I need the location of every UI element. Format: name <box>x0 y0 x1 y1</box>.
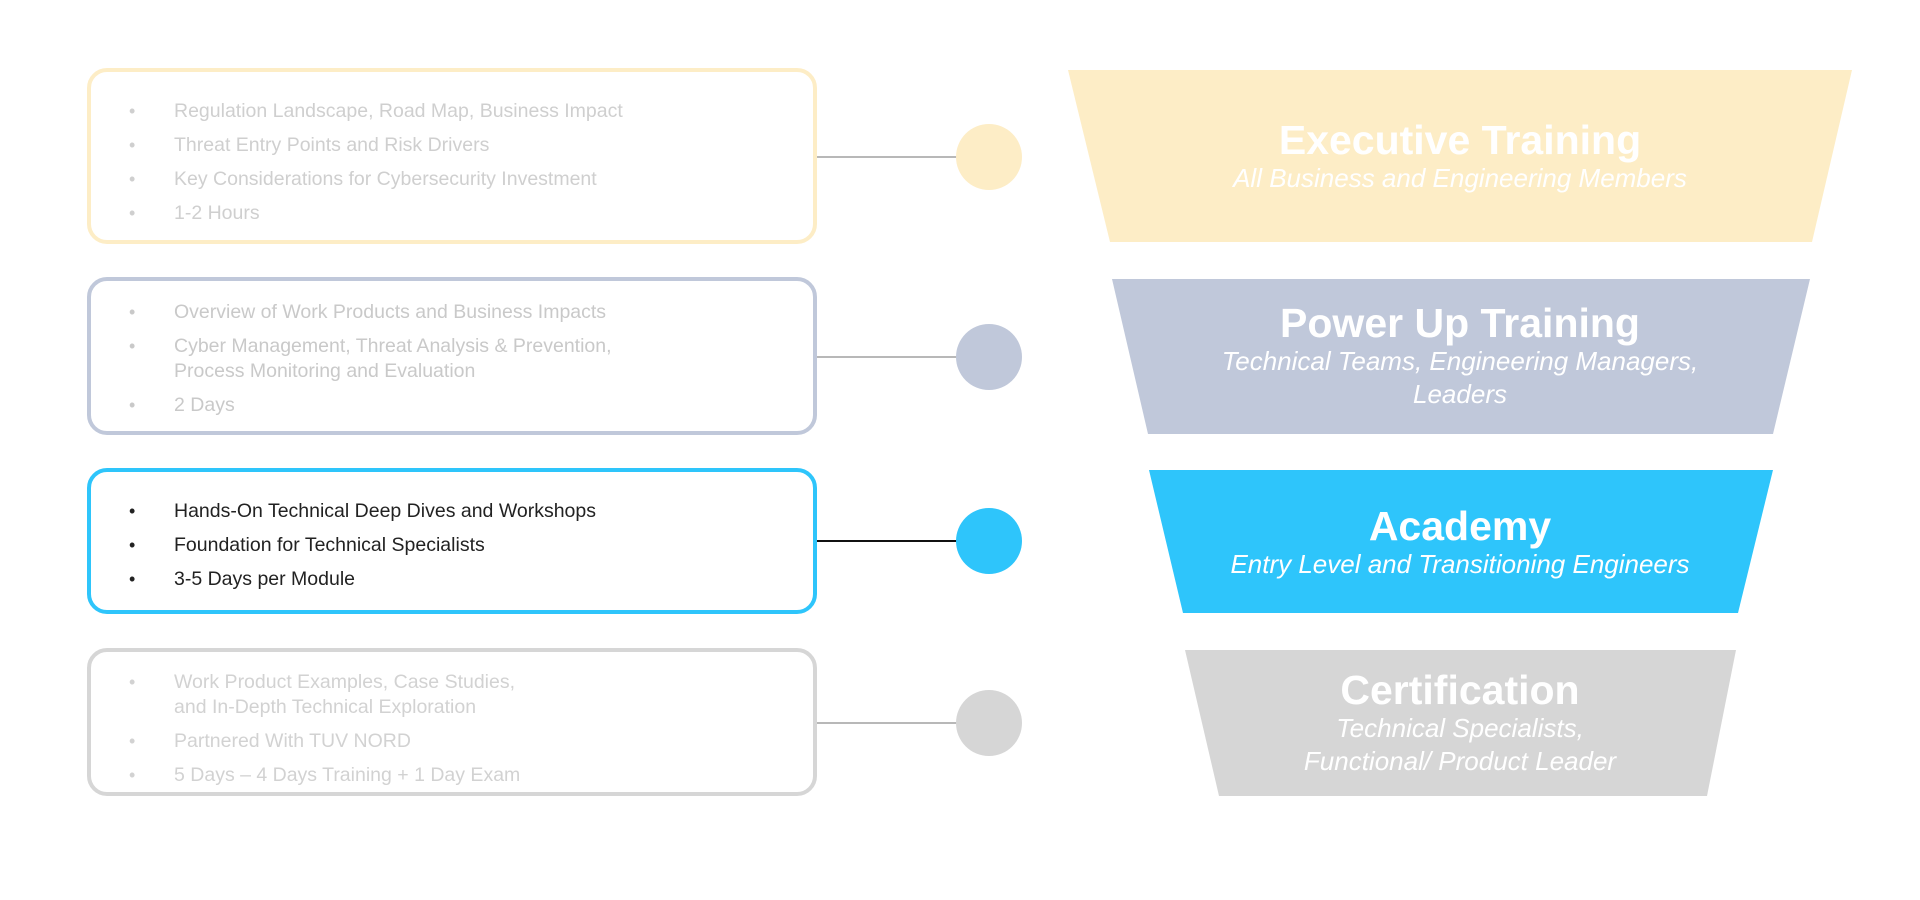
bullet-text: and In-Depth Technical Exploration <box>174 696 477 718</box>
bullet-list: • Work Product Examples, Case Studies, and… <box>91 670 813 788</box>
funnel-label-power-up: Power Up Training Technical Teams, Engin… <box>1068 301 1852 411</box>
connector-line-power-up <box>817 356 957 358</box>
bullet-item: • 1-2 Hours <box>91 201 813 226</box>
bullet-icon: • <box>129 336 136 356</box>
panel-certification[interactable]: • Work Product Examples, Case Studies, and… <box>87 648 817 796</box>
bullet-icon: • <box>129 501 136 521</box>
bullet-icon: • <box>129 395 136 415</box>
bullet-icon: • <box>129 569 136 589</box>
bullet-icon: • <box>129 135 136 155</box>
bullet-list: • Overview of Work Products and Business … <box>91 300 813 418</box>
tier-audience: Entry Level and Transitioning Engineers <box>1230 549 1690 579</box>
bullet-text: Threat Entry Points and Risk Drivers <box>174 134 490 156</box>
funnel-label-academy: Academy Entry Level and Transitioning En… <box>1068 504 1852 581</box>
bullet-text: Work Product Examples, Case Studies, <box>174 671 516 693</box>
bullet-item: • 3-5 Days per Module <box>91 567 813 592</box>
panel-academy[interactable]: • Hands-On Technical Deep Dives and Works… <box>87 468 817 614</box>
funnel-stage-certification[interactable] <box>1185 650 1736 796</box>
connector-dot-power-up[interactable] <box>956 324 1022 390</box>
connector-line-academy <box>817 540 957 542</box>
bullet-text: 5 Days – 4 Days Training + 1 Day Exam <box>174 764 521 786</box>
bullet-icon: • <box>129 302 136 322</box>
bullet-list: • Hands-On Technical Deep Dives and Works… <box>91 499 813 592</box>
bullet-item: • Overview of Work Products and Business … <box>91 300 813 325</box>
funnel-stage-power-up[interactable] <box>1112 279 1810 434</box>
connector-dot-certification[interactable] <box>956 690 1022 756</box>
bullet-item: • Foundation for Technical Specialists <box>91 533 813 558</box>
bullet-item: • 5 Days – 4 Days Training + 1 Day Exam <box>91 763 813 788</box>
bullet-icon: • <box>129 203 136 223</box>
bullet-item: • Cyber Management, Threat Analysis & Pre… <box>91 334 813 384</box>
bullet-text: 1-2 Hours <box>174 202 260 224</box>
bullet-list: • Regulation Landscape, Road Map, Busines… <box>91 99 813 226</box>
bullet-text: Key Considerations for Cybersecurity Inv… <box>174 168 597 190</box>
bullet-text: 2 Days <box>174 394 235 416</box>
bullet-text: Cyber Management, Threat Analysis & Prev… <box>174 335 612 357</box>
tier-title: Power Up Training <box>1280 300 1640 346</box>
funnel-label-executive: Executive Training All Business and Engi… <box>1068 118 1852 195</box>
bullet-text: Hands-On Technical Deep Dives and Worksh… <box>174 500 596 522</box>
funnel-stage-academy[interactable] <box>1149 470 1773 613</box>
tier-title: Executive Training <box>1278 117 1642 163</box>
bullet-text: Partnered With TUV NORD <box>174 730 411 752</box>
bullet-item: • Key Considerations for Cybersecurity In… <box>91 167 813 192</box>
bullet-text: Foundation for Technical Specialists <box>174 534 485 556</box>
connector-dot-academy[interactable] <box>956 508 1022 574</box>
bullet-icon: • <box>129 101 136 121</box>
bullet-item: • Partnered With TUV NORD <box>91 729 813 754</box>
bullet-text: Regulation Landscape, Road Map, Business… <box>174 100 623 122</box>
bullet-icon: • <box>129 672 136 692</box>
tier-audience: Technical Specialists, Functional/ Produ… <box>1303 713 1617 776</box>
connector-line-executive <box>817 156 957 158</box>
funnel-label-certification: Certification Technical Specialists, Fun… <box>1068 668 1852 778</box>
bullet-text: 3-5 Days per Module <box>174 568 356 590</box>
tier-title: Certification <box>1340 667 1580 713</box>
bullet-item: • Regulation Landscape, Road Map, Busines… <box>91 99 813 124</box>
connector-line-certification <box>817 722 957 724</box>
bullet-icon: • <box>129 169 136 189</box>
panel-power-up[interactable]: • Overview of Work Products and Business … <box>87 277 817 435</box>
bullet-item: • Threat Entry Points and Risk Drivers <box>91 133 813 158</box>
bullet-text: Process Monitoring and Evaluation <box>174 360 476 382</box>
bullet-item: • Work Product Examples, Case Studies, and… <box>91 670 813 720</box>
connector-dot-executive[interactable] <box>956 124 1022 190</box>
panel-executive[interactable]: • Regulation Landscape, Road Map, Busines… <box>87 68 817 244</box>
tier-title: Academy <box>1368 503 1552 549</box>
bullet-icon: • <box>129 765 136 785</box>
bullet-icon: • <box>129 731 136 751</box>
bullet-icon: • <box>129 535 136 555</box>
bullet-item: • Hands-On Technical Deep Dives and Works… <box>91 499 813 524</box>
tier-audience: Technical Teams, Engineering Managers, L… <box>1221 346 1699 409</box>
funnel-stage-executive[interactable] <box>1068 70 1852 242</box>
bullet-item: • 2 Days <box>91 393 813 418</box>
bullet-text: Overview of Work Products and Business I… <box>174 301 607 323</box>
tier-audience: All Business and Engineering Members <box>1233 163 1687 193</box>
